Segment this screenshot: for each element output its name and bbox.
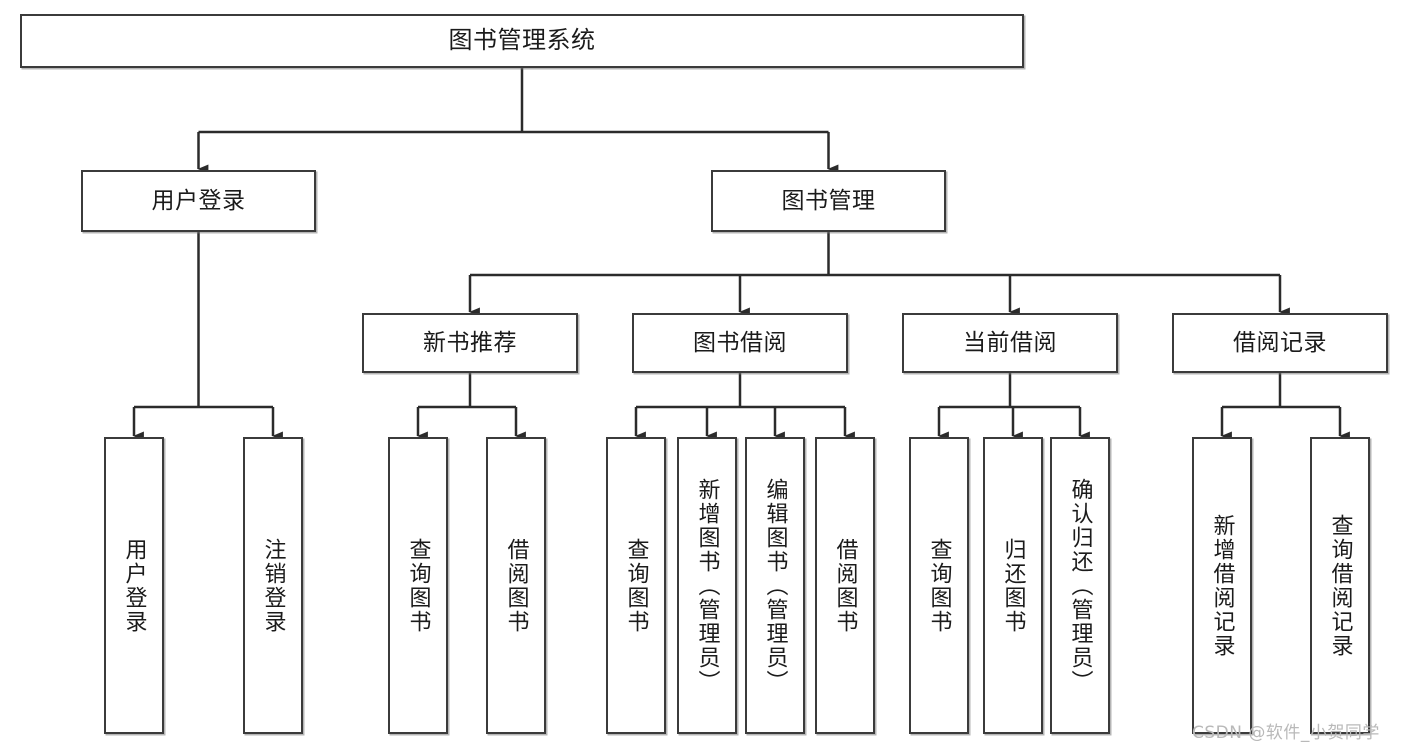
node-leaf-rc-query: 查询借阅记录: [1310, 437, 1370, 734]
node-label: 图书借阅: [693, 329, 787, 356]
node-label: 查询借阅记录: [1327, 513, 1353, 658]
node-leaf-bw-query: 查询图书: [606, 437, 666, 734]
node-label: 查询图书: [623, 537, 649, 634]
node-label: 借阅图书: [503, 537, 529, 634]
node-label: 查询图书: [926, 537, 952, 634]
node-leaf-user-logout: 注销登录: [243, 437, 303, 734]
node-borrow: 图书借阅: [632, 313, 848, 373]
node-record: 借阅记录: [1172, 313, 1388, 373]
node-leaf-user-login: 用户登录: [104, 437, 164, 734]
node-leaf-bw-borrow: 借阅图书: [815, 437, 875, 734]
node-login: 用户登录: [81, 170, 316, 232]
node-label: 注销登录: [260, 537, 286, 634]
node-label: 用户登录: [151, 187, 246, 214]
node-leaf-cu-return: 归还图书: [983, 437, 1043, 734]
node-label: 编辑图书（管理员）: [762, 477, 788, 694]
node-label: 新增图书（管理员）: [694, 477, 720, 694]
node-root: 图书管理系统: [20, 14, 1024, 68]
node-leaf-rc-add: 新增借阅记录: [1192, 437, 1252, 734]
node-label: 新书推荐: [423, 329, 517, 356]
node-leaf-bw-edit: 编辑图书（管理员）: [745, 437, 805, 734]
node-label: 归还图书: [1000, 537, 1026, 634]
node-label: 当前借阅: [963, 329, 1057, 356]
node-leaf-cu-confirm: 确认归还（管理员）: [1050, 437, 1110, 734]
node-leaf-bw-add: 新增图书（管理员）: [677, 437, 737, 734]
node-label: 图书管理: [781, 187, 876, 214]
node-leaf-nb-query: 查询图书: [388, 437, 448, 734]
node-label: 借阅图书: [832, 537, 858, 634]
node-label: 查询图书: [405, 537, 431, 634]
node-leaf-nb-borrow: 借阅图书: [486, 437, 546, 734]
node-label: 用户登录: [121, 537, 147, 634]
node-leaf-cu-query: 查询图书: [909, 437, 969, 734]
node-label: 图书管理系统: [448, 26, 596, 55]
node-current: 当前借阅: [902, 313, 1118, 373]
node-label: 新增借阅记录: [1209, 513, 1235, 658]
node-bookmgmt: 图书管理: [711, 170, 946, 232]
node-newbook: 新书推荐: [362, 313, 578, 373]
node-label: 确认归还（管理员）: [1067, 477, 1093, 694]
node-label: 借阅记录: [1233, 329, 1327, 356]
